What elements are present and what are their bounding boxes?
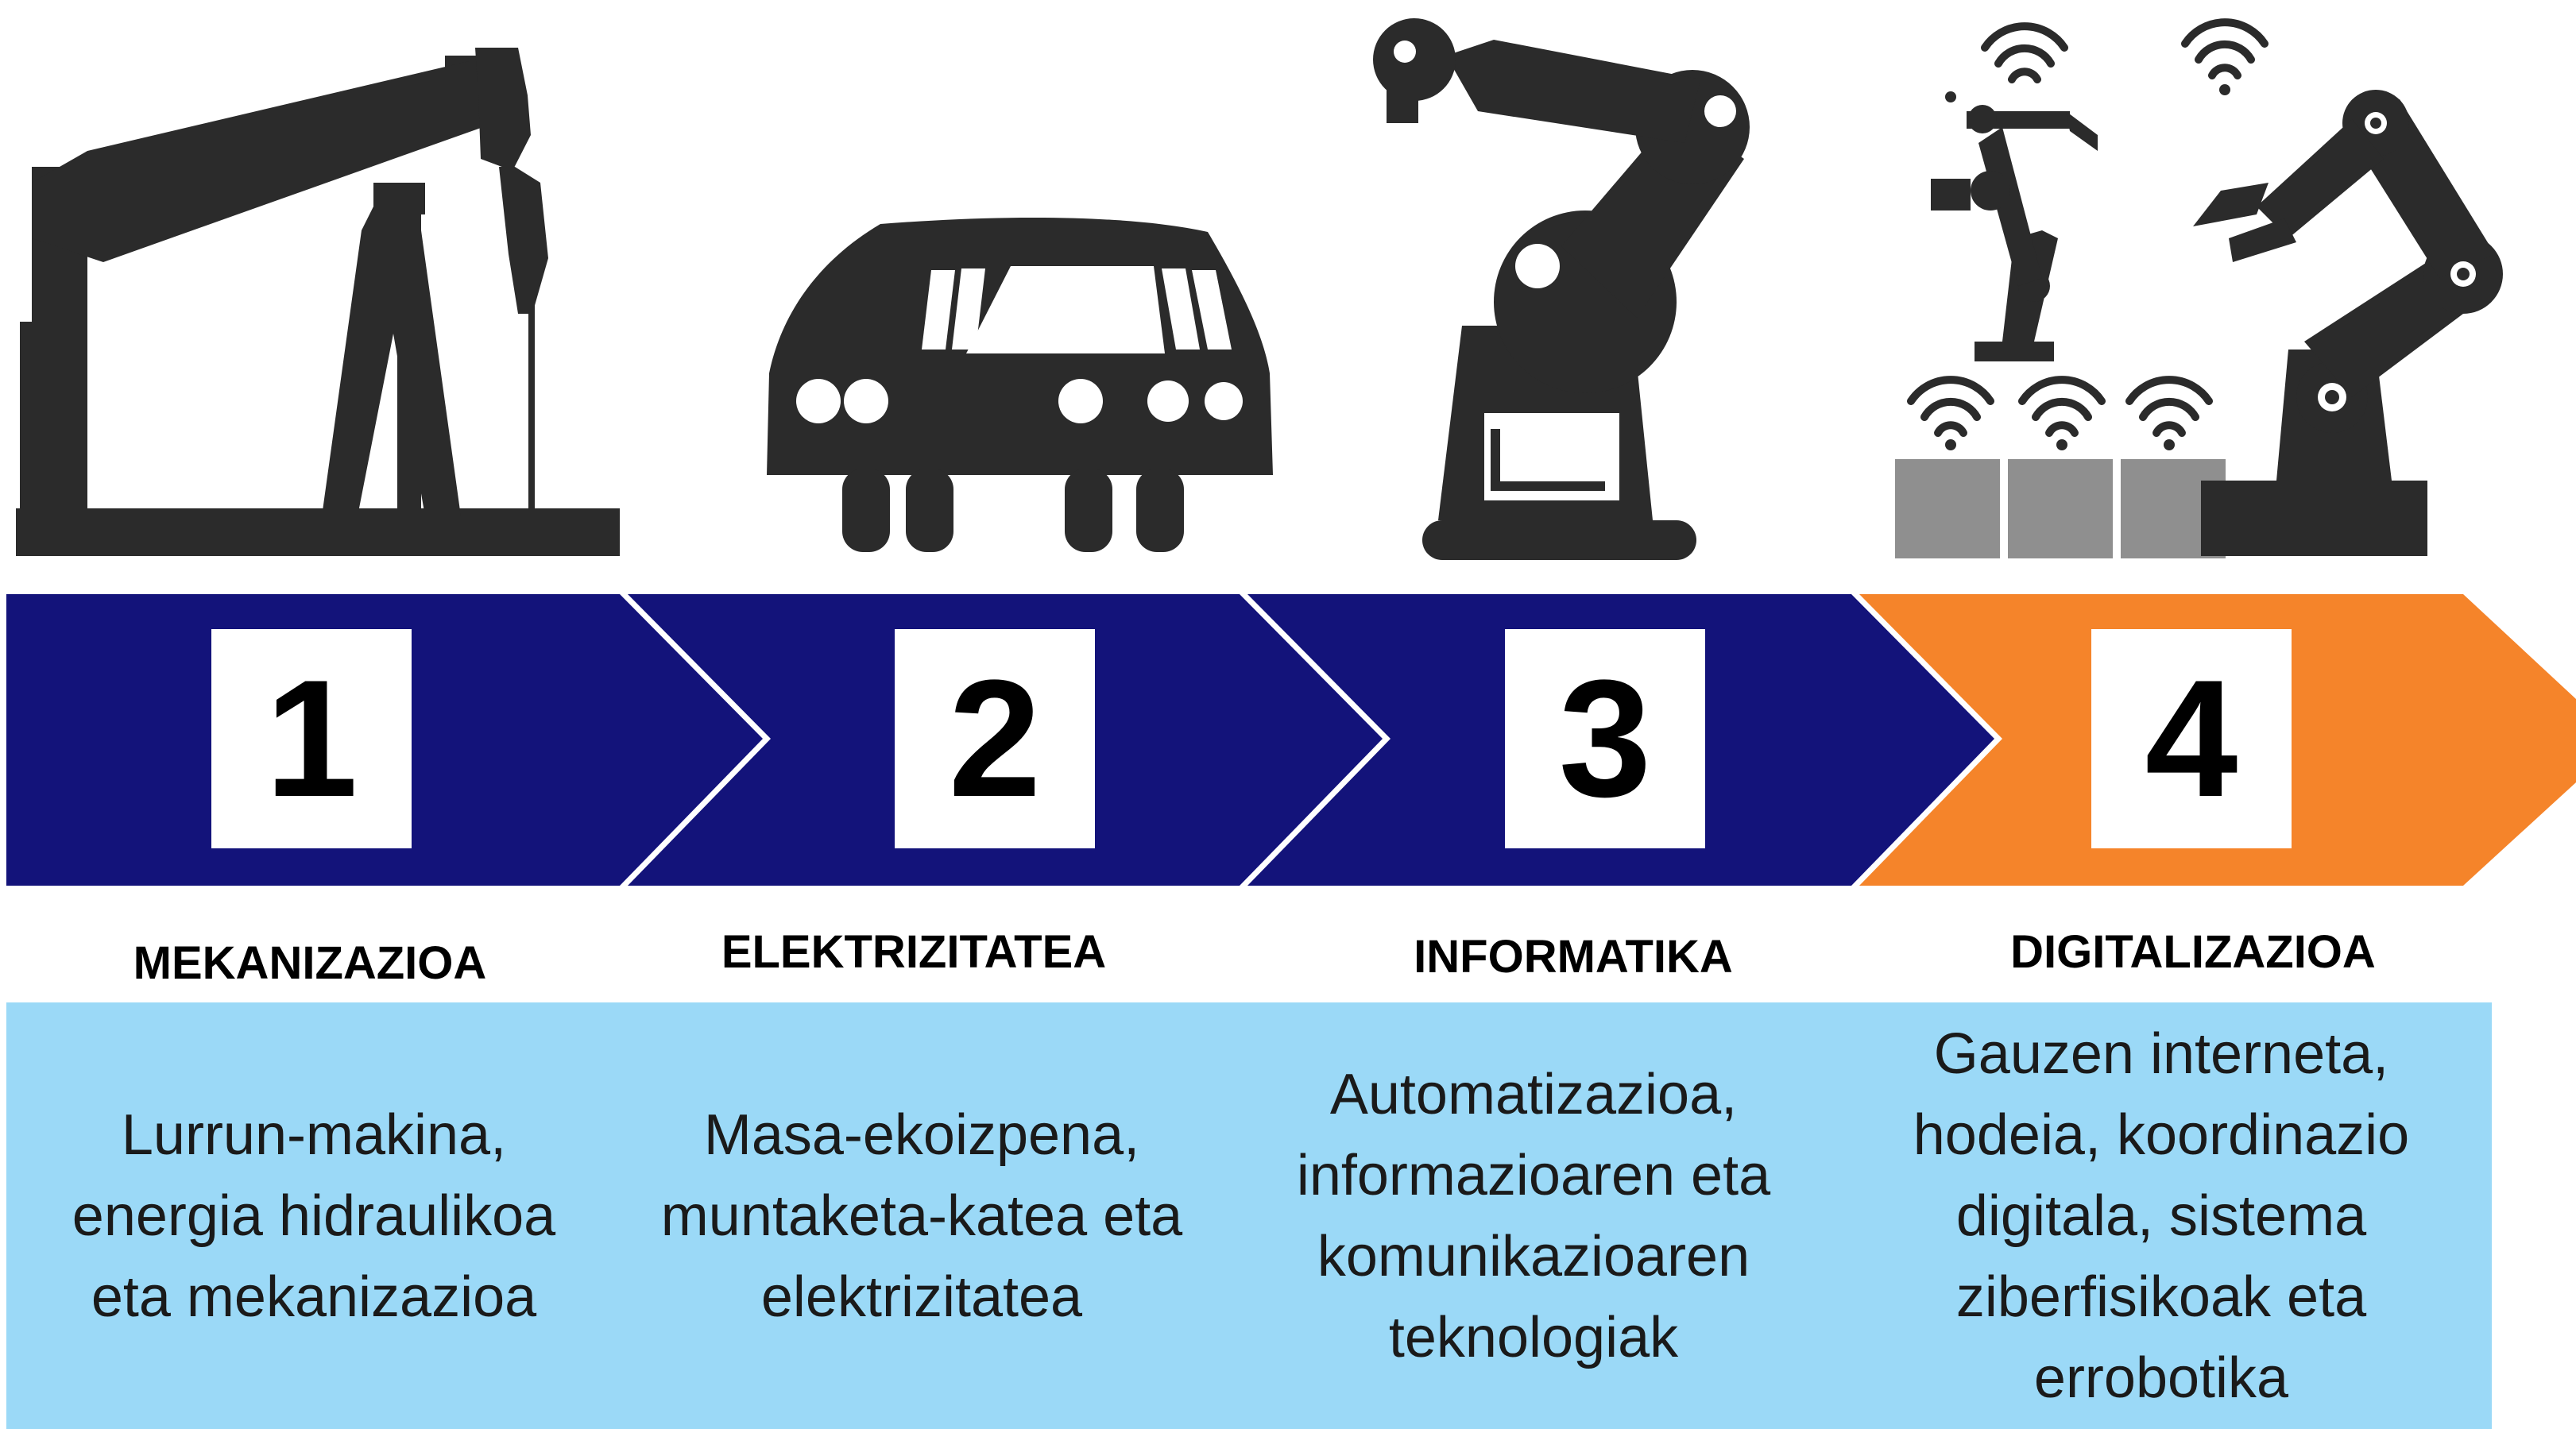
stage-description-1: Lurrun-makina, energia hidraulikoa eta m…	[16, 1002, 612, 1429]
description-line: elektrizitatea	[760, 1265, 1083, 1329]
description-line: komunikazioaren	[1317, 1224, 1750, 1288]
stage-number-3: 3	[1505, 629, 1705, 848]
stage-description-2: Masa-ekoizpena, muntaketa-katea eta elek…	[620, 1002, 1224, 1429]
description-line: eta mekanizazioa	[91, 1265, 537, 1329]
description-line: informazioaren eta	[1296, 1143, 1771, 1207]
stage-number-2: 2	[895, 629, 1095, 848]
description-line: Masa-ekoizpena,	[703, 1103, 1140, 1167]
description-line: Gauzen interneta,	[1933, 1022, 2389, 1086]
stage-description-4: Gauzen interneta, hodeia, koordinazio di…	[1835, 1002, 2487, 1429]
description-line: Lurrun-makina,	[121, 1103, 507, 1167]
description-line: errobotika	[2033, 1346, 2289, 1410]
stage-title-3: INFORMATIKA	[1414, 930, 1733, 983]
stage-title-2: ELEKTRIZITATEA	[721, 925, 1107, 978]
description-line: Automatizazioa,	[1329, 1062, 1738, 1126]
stage-number-1: 1	[211, 629, 412, 848]
smart-factory-icon	[1895, 18, 2503, 558]
description-line: muntaketa-katea eta	[660, 1184, 1183, 1248]
car-icon	[767, 217, 1273, 552]
stage-title-4: DIGITALIZAZIOA	[2010, 925, 2376, 978]
description-panel	[6, 1002, 2492, 1429]
description-line: energia hidraulikoa	[72, 1184, 556, 1248]
icon-row	[16, 18, 2503, 560]
wifi-icon	[1907, 18, 2269, 437]
stage-title-1: MEKANIZAZIOA	[133, 937, 487, 989]
robot-arm-icon	[1373, 18, 1750, 560]
description-line: digitala, sistema	[1955, 1184, 2367, 1248]
stage-number-4: 4	[2091, 629, 2292, 848]
description-line: ziberfisikoak eta	[1955, 1265, 2367, 1329]
description-line: teknologiak	[1388, 1305, 1679, 1369]
oil-pump-icon	[16, 48, 620, 556]
stage-description-3: Automatizazioa, informazioaren eta komun…	[1240, 1002, 1828, 1429]
description-line: hodeia, koordinazio	[1913, 1103, 2410, 1167]
